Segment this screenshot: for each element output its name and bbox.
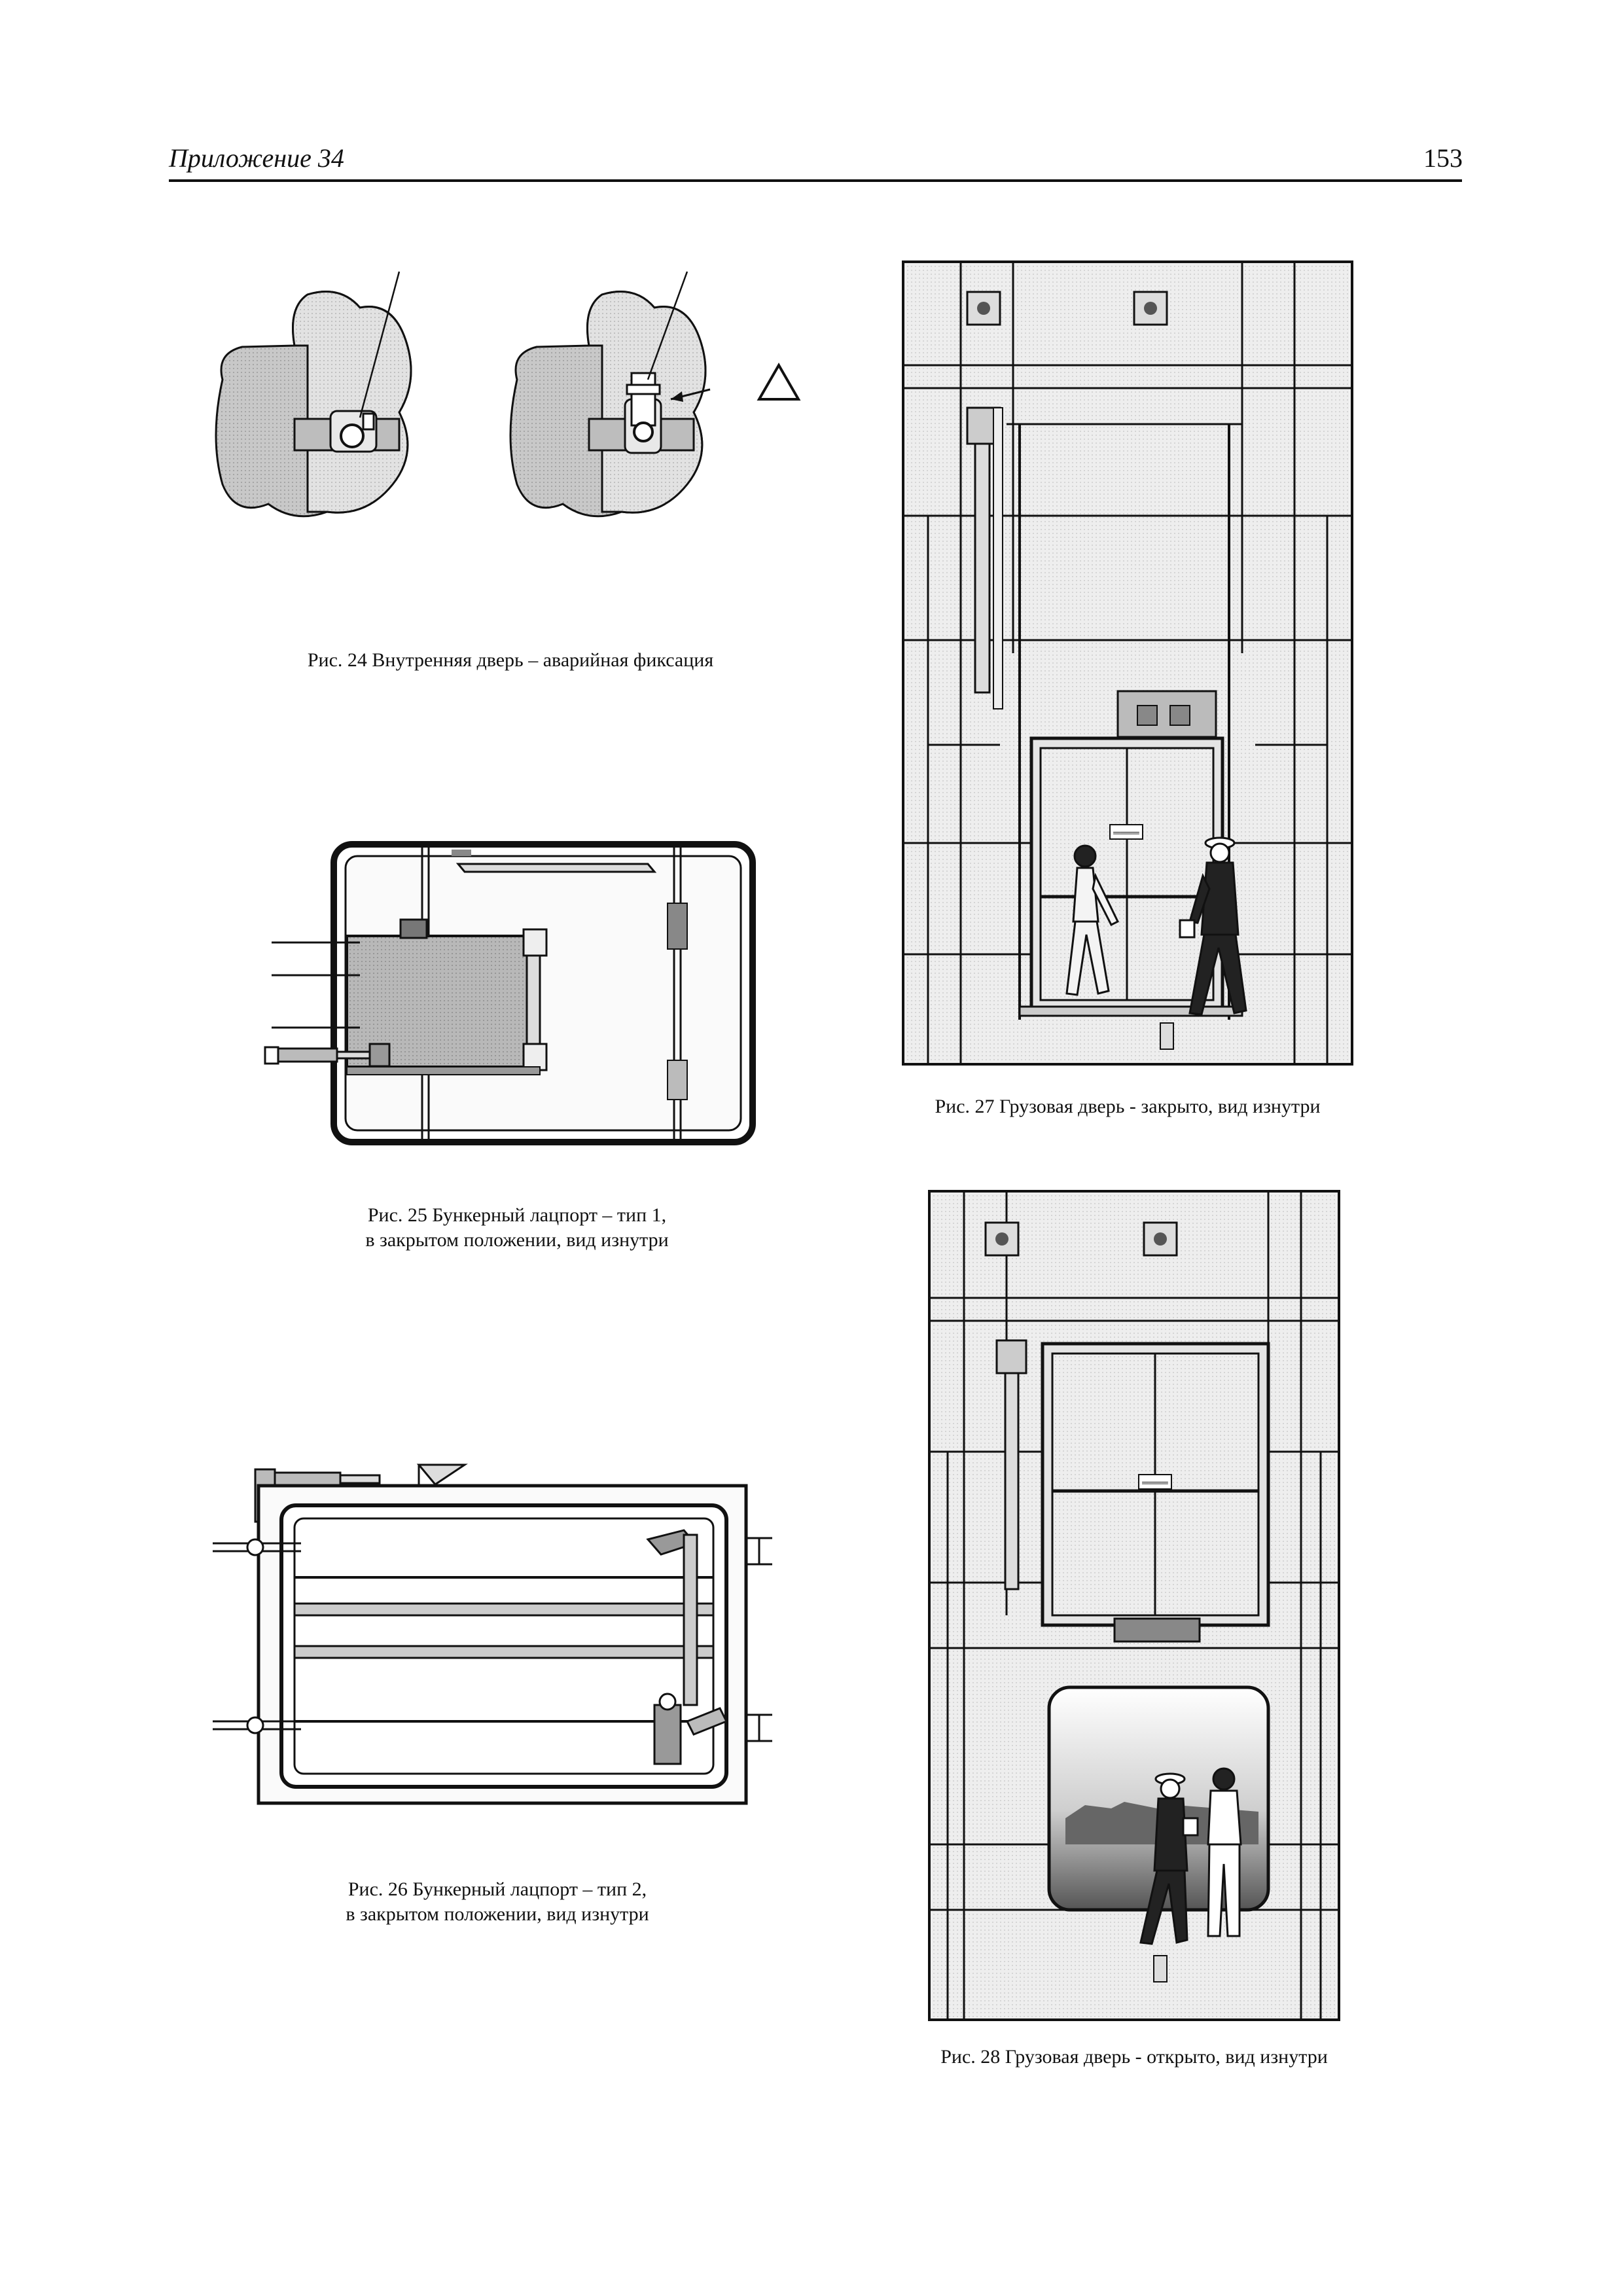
figure-26-caption-line2: в закрытом положении, вид изнутри bbox=[346, 1903, 649, 1925]
page-number: 153 bbox=[1423, 143, 1463, 173]
figure-28-caption: Рис. 28 Грузовая дверь - открыто, вид из… bbox=[940, 2046, 1328, 2068]
fig28-person-officer bbox=[1139, 1772, 1199, 1945]
figure-26-drawing bbox=[213, 1463, 772, 1805]
figure-26 bbox=[203, 1446, 792, 1813]
fig28-person-civilian bbox=[1207, 1767, 1242, 1937]
figure-27-caption: Рис. 27 Грузовая дверь - закрыто, вид из… bbox=[935, 1096, 1321, 1117]
fig27-person-officer bbox=[1179, 836, 1247, 1016]
fig27-door-sign: ════ bbox=[1113, 829, 1139, 838]
figure-25-drawing bbox=[264, 841, 756, 1145]
fig28-door-sign: ════ bbox=[1141, 1479, 1168, 1488]
figure-24-drawing bbox=[215, 271, 801, 518]
figure-25 bbox=[262, 838, 772, 1152]
figure-25-caption-line1: Рис. 25 Бункерный лацпорт – тип 1, bbox=[367, 1204, 667, 1226]
figure-26-caption: Рис. 26 Бункерный лацпорт – тип 2, в зак… bbox=[203, 1877, 792, 1926]
fig24-left-detail bbox=[215, 271, 412, 518]
figure-26-caption-line1: Рис. 26 Бункерный лацпорт – тип 2, bbox=[348, 1878, 647, 1900]
figure-24-caption: Рис. 24 Внутренняя дверь – аварийная фик… bbox=[307, 649, 714, 671]
figure-28: ════ bbox=[928, 1190, 1340, 2021]
warning-triangle-icon bbox=[757, 362, 801, 401]
figure-25-caption: Рис. 25 Бункерный лацпорт – тип 1, в зак… bbox=[262, 1203, 772, 1252]
header-section-title: Приложение 34 bbox=[169, 143, 344, 173]
figure-27-drawing: ════ bbox=[902, 260, 1353, 1066]
figure-28-drawing: ════ bbox=[928, 1190, 1340, 2021]
fig27-person-walking bbox=[1065, 844, 1119, 996]
figure-24 bbox=[196, 268, 825, 596]
fig24-right-detail bbox=[509, 271, 801, 518]
figure-27: ════ bbox=[902, 260, 1353, 1066]
header-rule bbox=[169, 179, 1462, 182]
figure-25-caption-line2: в закрытом положении, вид изнутри bbox=[365, 1229, 669, 1251]
